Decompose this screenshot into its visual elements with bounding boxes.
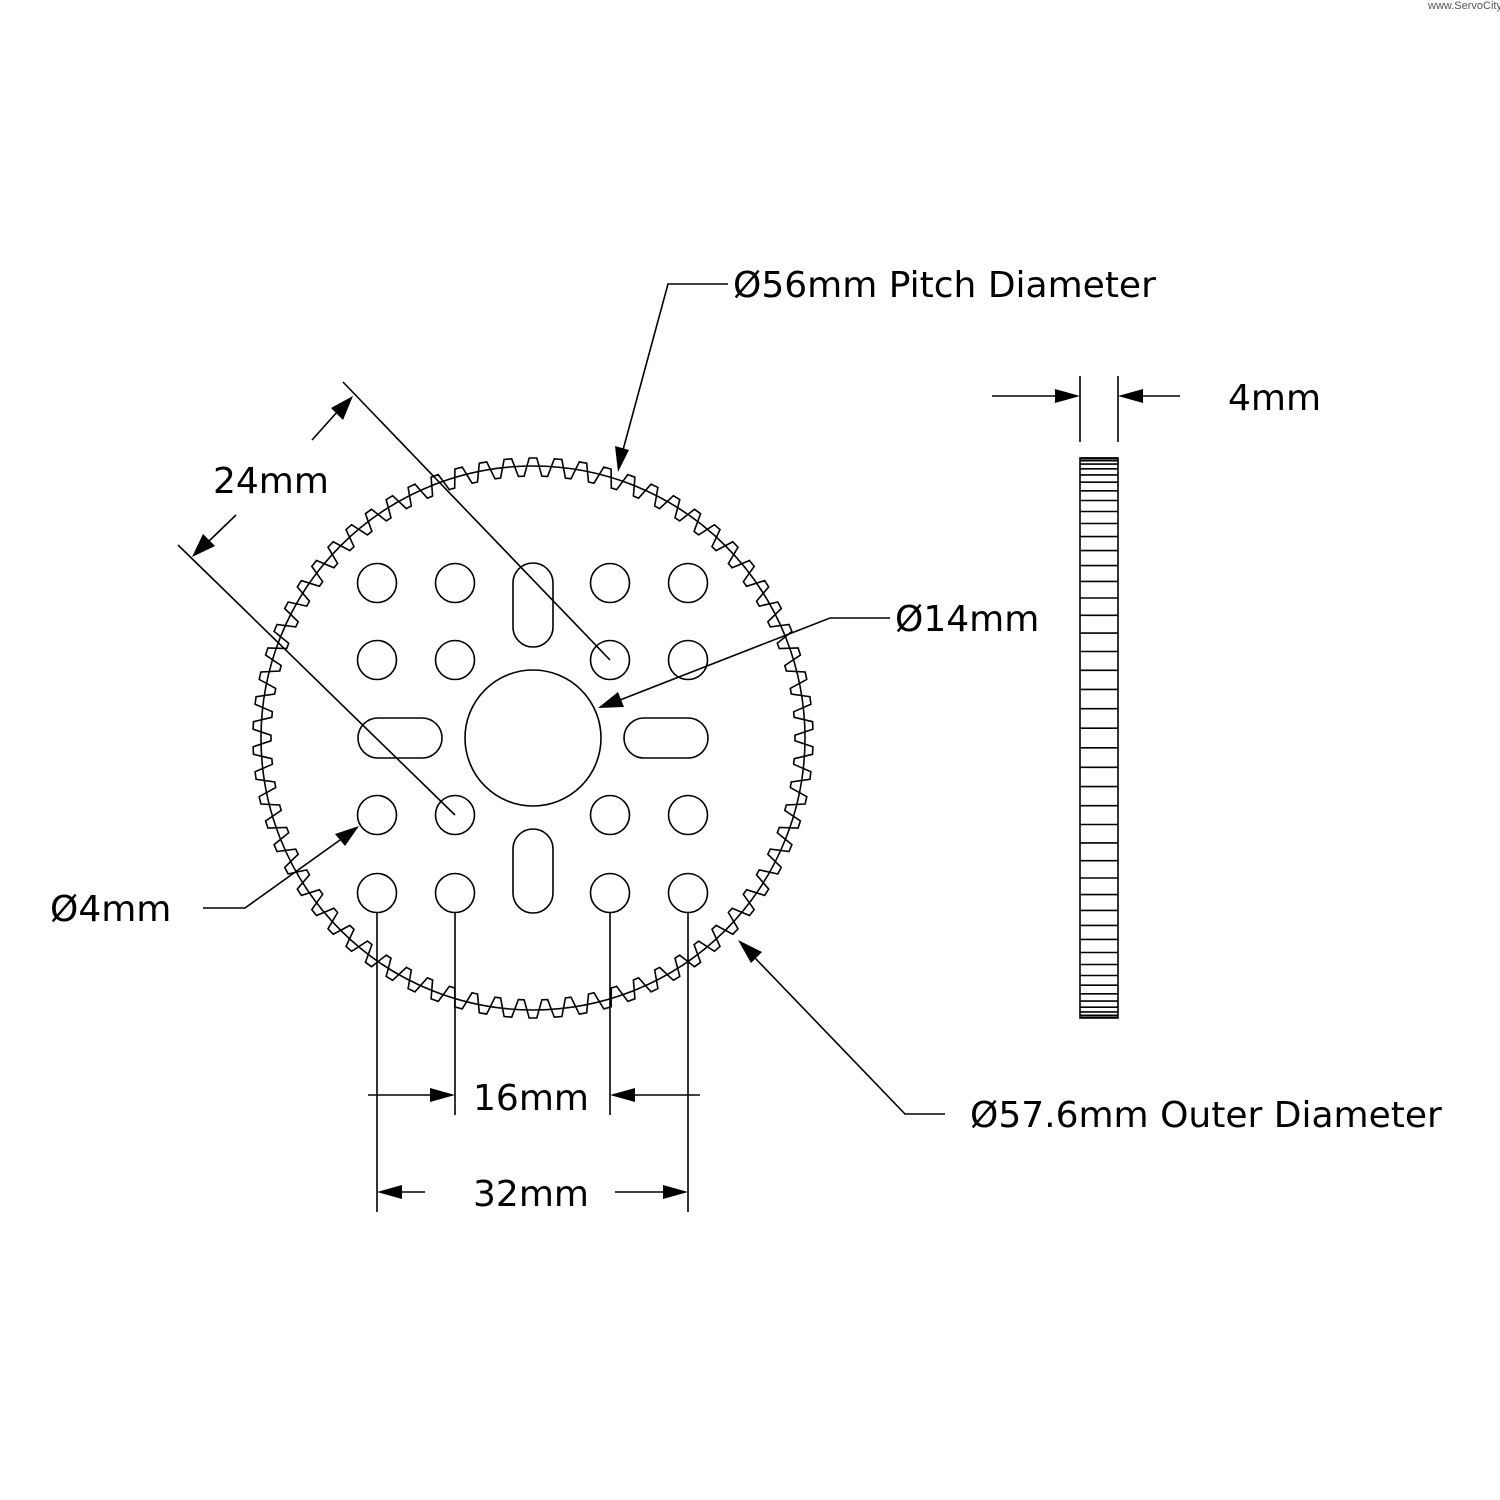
mounting-hole bbox=[589, 639, 631, 681]
gear-teeth-outline bbox=[252, 457, 814, 1019]
slot-left bbox=[357, 717, 443, 759]
slot-top bbox=[512, 562, 554, 648]
slot-right bbox=[623, 717, 709, 759]
watermark: www.ServoCity bbox=[1427, 0, 1500, 12]
mounting-hole bbox=[589, 562, 631, 604]
thickness-label: 4mm bbox=[1228, 378, 1321, 419]
mounting-hole bbox=[434, 872, 476, 914]
diagonal-spacing-dimension: 24mm bbox=[177, 381, 611, 816]
outer-diameter-label: Ø57.6mm Outer Diameter bbox=[970, 1095, 1442, 1136]
mounting-hole bbox=[589, 794, 631, 836]
mounting-hole bbox=[434, 639, 476, 681]
mounting-hole bbox=[434, 562, 476, 604]
horizontal-spacing-dimensions: 16mm 32mm bbox=[368, 912, 700, 1215]
mounting-hole bbox=[356, 562, 398, 604]
pitch-circle bbox=[260, 465, 806, 1011]
inner-spacing-label: 16mm bbox=[473, 1078, 589, 1119]
bore-callout: Ø14mm bbox=[598, 599, 1039, 708]
side-profile bbox=[1079, 457, 1119, 1019]
thickness-dimension: 4mm bbox=[992, 376, 1321, 442]
mounting-hole bbox=[667, 562, 709, 604]
hole-callout: Ø4mm bbox=[50, 826, 359, 930]
mounting-holes bbox=[356, 562, 709, 914]
mounting-hole bbox=[667, 872, 709, 914]
outer-spacing-label: 32mm bbox=[473, 1174, 589, 1215]
bore-label: Ø14mm bbox=[895, 599, 1039, 640]
slot-bottom bbox=[512, 828, 554, 914]
mounting-hole bbox=[667, 794, 709, 836]
hole-label: Ø4mm bbox=[50, 889, 171, 930]
gear-side-view bbox=[1079, 457, 1119, 1019]
diagonal-spacing-label: 24mm bbox=[213, 461, 329, 502]
outer-diameter-callout: Ø57.6mm Outer Diameter bbox=[738, 940, 1442, 1136]
mounting-hole bbox=[356, 872, 398, 914]
mounting-hole bbox=[434, 794, 476, 836]
gear-front-view bbox=[252, 457, 814, 1019]
mounting-hole bbox=[356, 639, 398, 681]
mounting-hole bbox=[589, 872, 631, 914]
center-bore bbox=[464, 669, 602, 807]
mounting-hole bbox=[667, 639, 709, 681]
pitch-diameter-label: Ø56mm Pitch Diameter bbox=[733, 265, 1156, 306]
pitch-diameter-callout: Ø56mm Pitch Diameter bbox=[615, 265, 1156, 472]
mounting-hole bbox=[356, 794, 398, 836]
